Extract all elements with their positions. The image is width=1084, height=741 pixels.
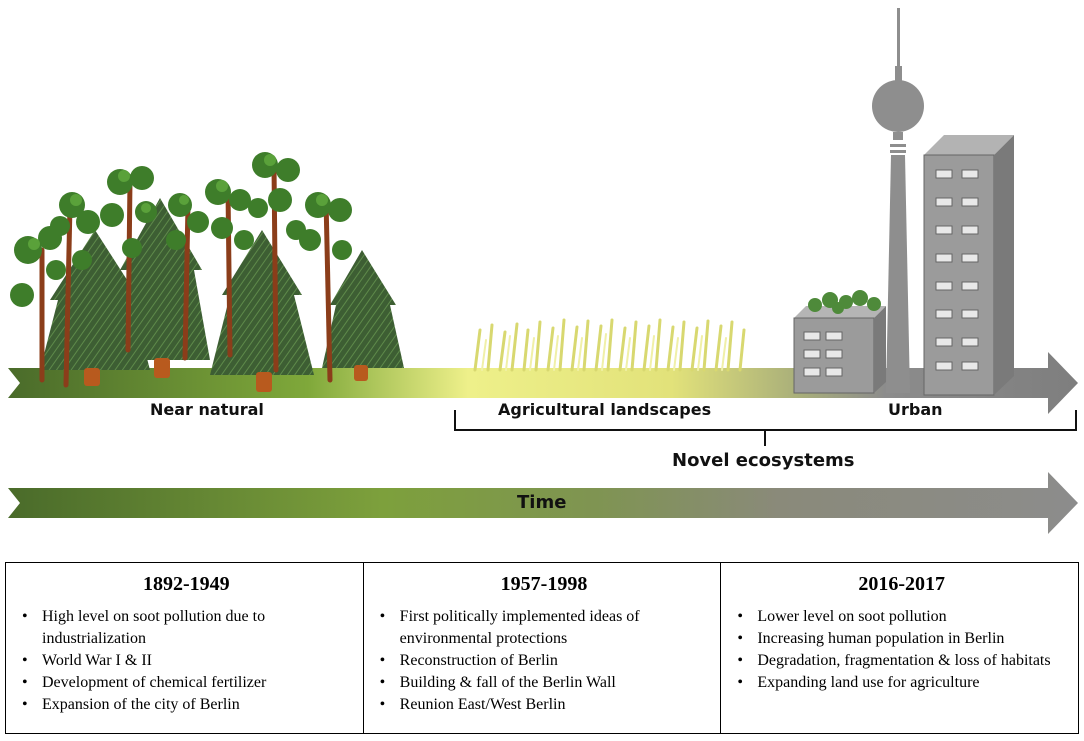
tree-stump	[84, 368, 100, 386]
grass-field-highlight	[481, 333, 727, 371]
small-building	[793, 290, 886, 394]
list-item: Expanding land use for agriculture	[735, 672, 1068, 694]
tree-stump	[154, 358, 170, 378]
tv-tower	[872, 8, 924, 393]
period-column: 1892-1949 High level on soot pollution d…	[6, 563, 364, 733]
list-item: Expansion of the city of Berlin	[20, 694, 353, 716]
novel-ecosystems-bracket	[454, 410, 1077, 446]
urban-label: Urban	[888, 400, 943, 419]
list-item: Development of chemical fertilizer	[20, 672, 353, 694]
list-item: Building & fall of the Berlin Wall	[378, 672, 711, 694]
list-item: Reunion East/West Berlin	[378, 694, 711, 716]
periods-table: 1892-1949 High level on soot pollution d…	[5, 562, 1079, 734]
list-item: Increasing human population in Berlin	[735, 628, 1068, 650]
list-item: Lower level on soot pollution	[735, 606, 1068, 628]
conifer-tree	[322, 250, 404, 368]
conifer-tree	[210, 230, 314, 375]
period-column: 2016-2017 Lower level on soot pollution …	[721, 563, 1078, 733]
period-title: 1892-1949	[143, 573, 230, 595]
time-label: Time	[517, 492, 567, 513]
tree-trunk	[182, 202, 191, 361]
period-title: 2016-2017	[858, 573, 946, 595]
tree-trunk	[125, 177, 133, 353]
green-roof	[808, 290, 881, 314]
tree-stump	[256, 372, 272, 392]
list-item: Reconstruction of Berlin	[378, 650, 711, 672]
time-arrow	[8, 472, 1078, 534]
period-bullet-list: High level on soot pollution due to indu…	[20, 606, 353, 716]
period-bullet-list: First politically implemented ideas of e…	[378, 606, 711, 716]
period-bullet-list: Lower level on soot pollution Increasing…	[735, 606, 1068, 694]
tall-building	[923, 135, 1014, 396]
novel-ecosystems-label: Novel ecosystems	[672, 450, 855, 471]
landscape-illustration	[8, 8, 1078, 534]
list-item: High level on soot pollution due to indu…	[20, 606, 353, 650]
tree-trunk	[225, 187, 233, 358]
tree-stump	[354, 365, 368, 381]
landscape-arrow	[8, 352, 1078, 414]
period-title: 1957-1998	[500, 573, 588, 595]
forest-group	[10, 152, 404, 392]
period-column: 1957-1998 First politically implemented …	[364, 563, 722, 733]
list-item: First politically implemented ideas of e…	[378, 606, 711, 650]
list-item: World War I & II	[20, 650, 353, 672]
tree-trunk	[63, 202, 73, 388]
near-natural-label: Near natural	[150, 400, 264, 419]
grass-field	[473, 318, 746, 372]
agricultural-label: Agricultural landscapes	[498, 400, 712, 419]
list-item: Degradation, fragmentation & loss of hab…	[735, 650, 1068, 672]
tree-trunk	[323, 197, 333, 383]
